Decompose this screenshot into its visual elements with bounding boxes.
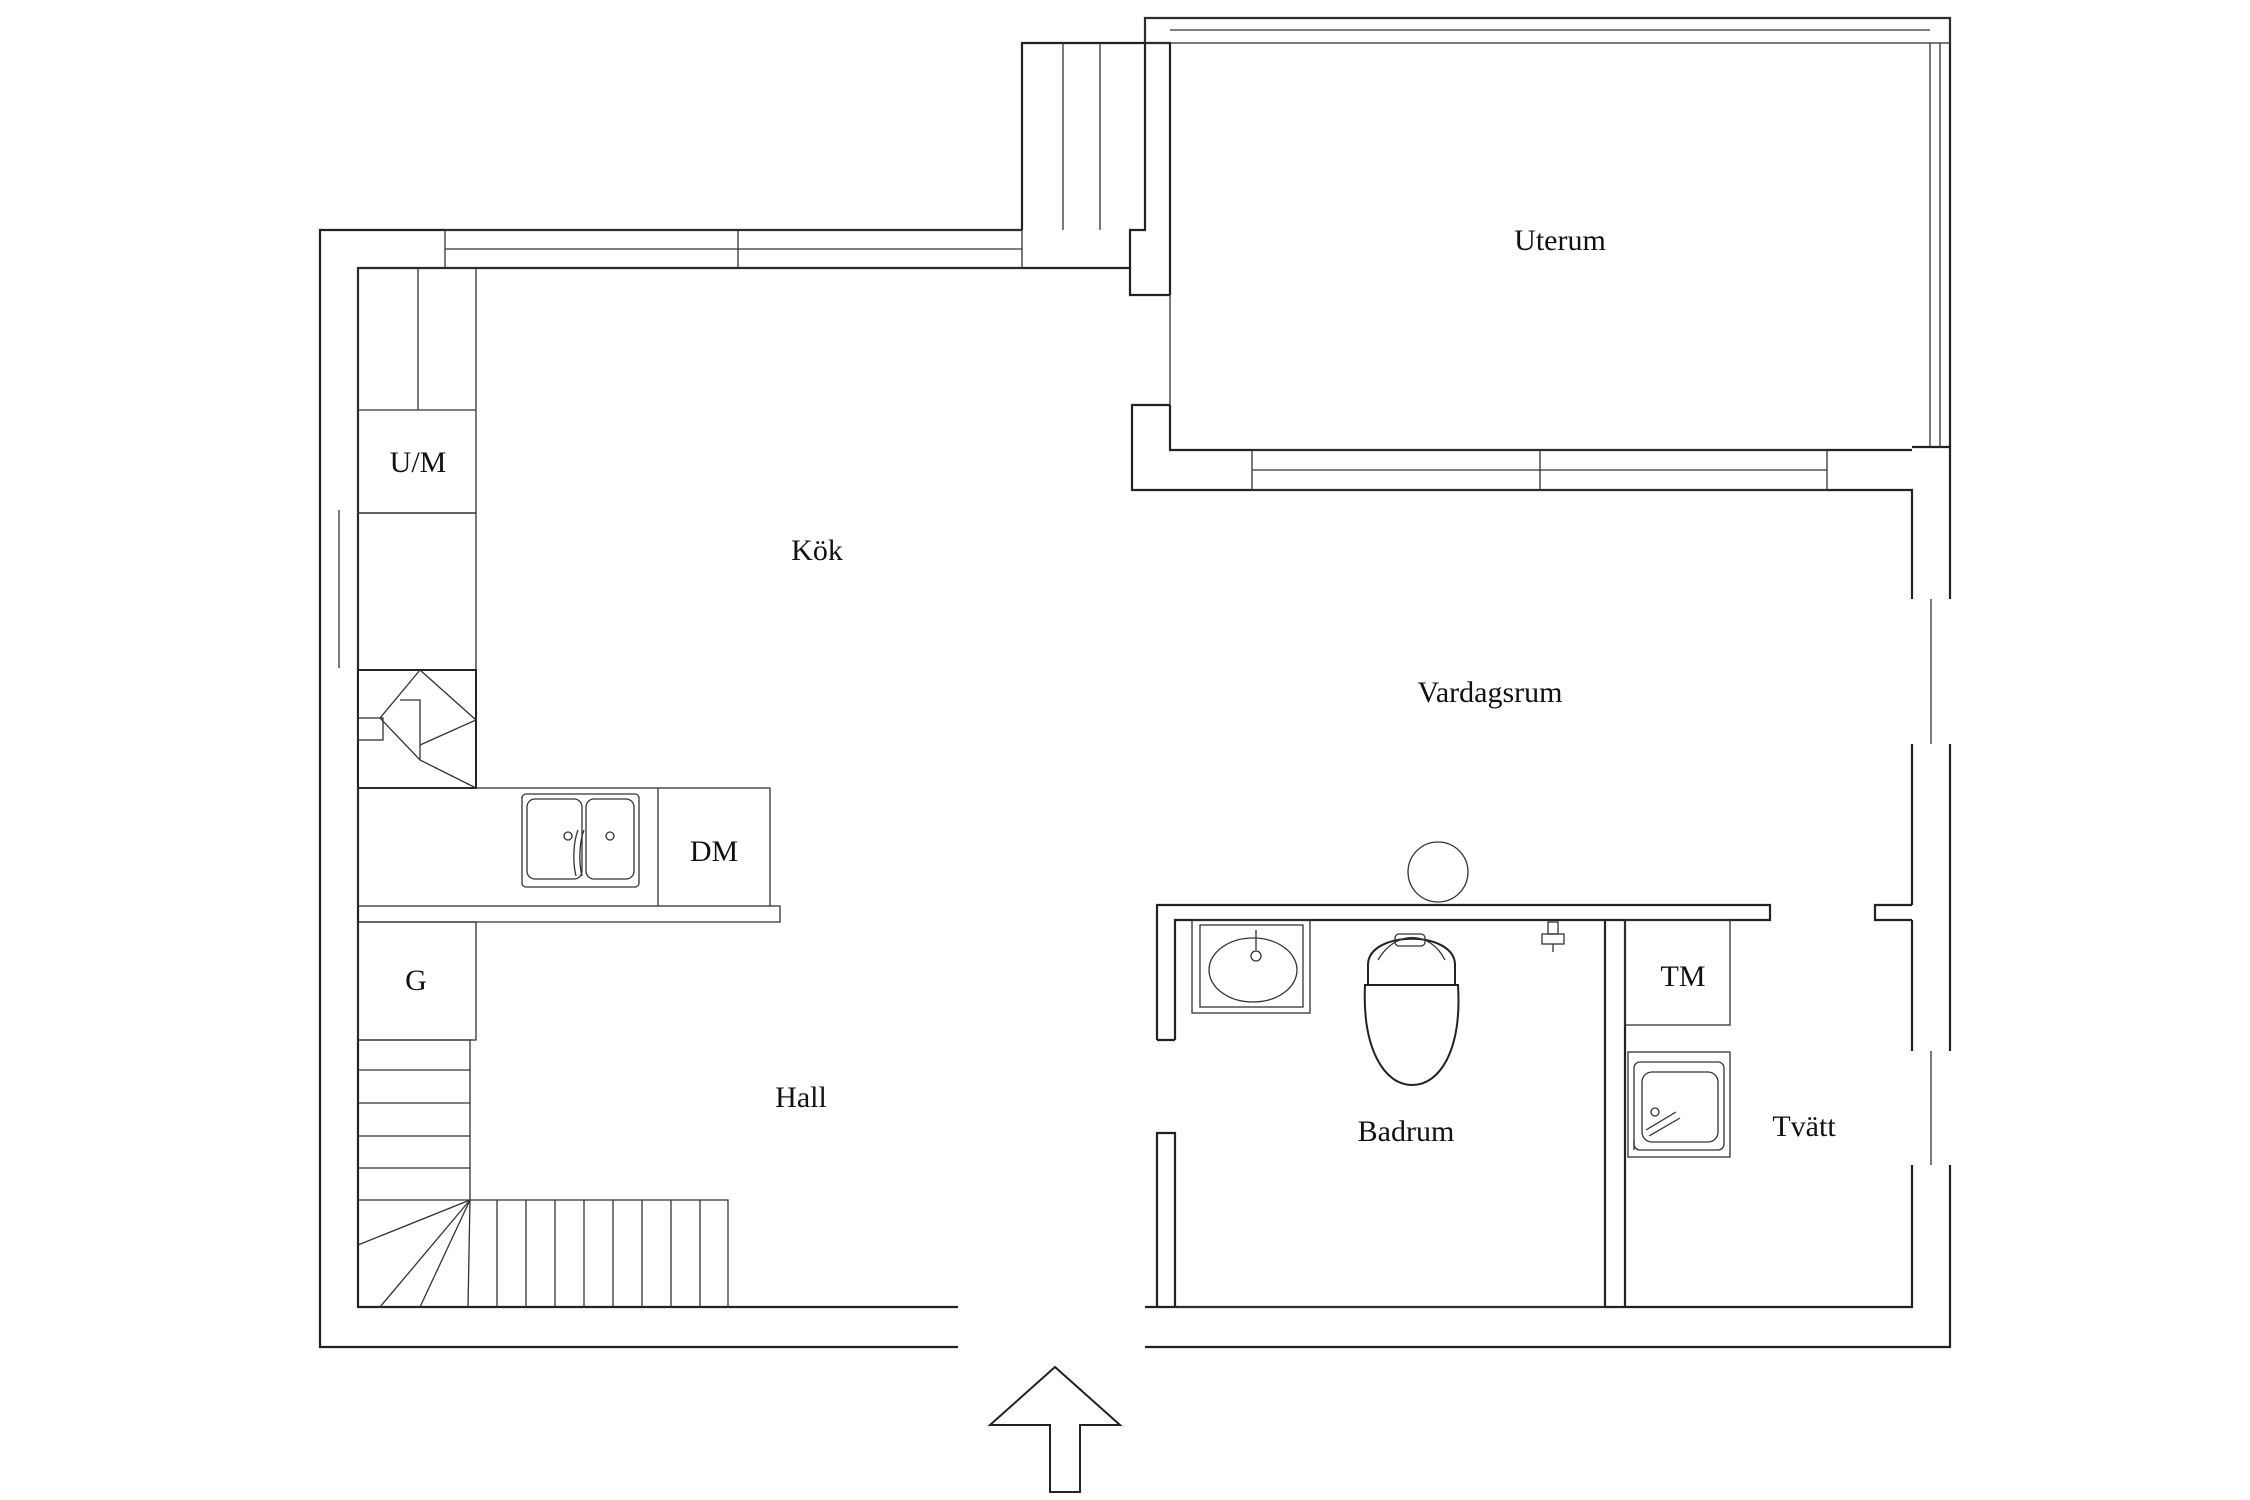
appliance-label-um: U/M — [390, 446, 447, 479]
room-label-uterum: Uterum — [1514, 224, 1606, 257]
room-label-hall: Hall — [775, 1081, 827, 1114]
ceiling-lamp-icon — [1407, 841, 1469, 903]
washbasin-icon — [1199, 924, 1304, 1008]
appliance-label-g: G — [405, 964, 427, 997]
room-label-badrum: Badrum — [1358, 1115, 1455, 1148]
room-label-kok: Kök — [791, 534, 843, 567]
entrance-arrow-icon — [987, 1365, 1123, 1493]
appliance-label-tm: TM — [1661, 960, 1706, 993]
windows — [338, 17, 1951, 1165]
utility-sink-icon — [1627, 1051, 1731, 1158]
toilet-icon — [1363, 933, 1460, 1087]
interior-walls — [357, 267, 1772, 1308]
outer-walls — [318, 16, 1952, 1349]
room-label-tvatt: Tvätt — [1772, 1110, 1836, 1143]
room-label-vardagsrum: Vardagsrum — [1418, 676, 1563, 709]
stove-hood-icon — [357, 669, 478, 789]
tap-icon — [1541, 921, 1565, 952]
appliance-label-dm: DM — [690, 835, 738, 868]
double-sink-icon — [521, 793, 640, 888]
